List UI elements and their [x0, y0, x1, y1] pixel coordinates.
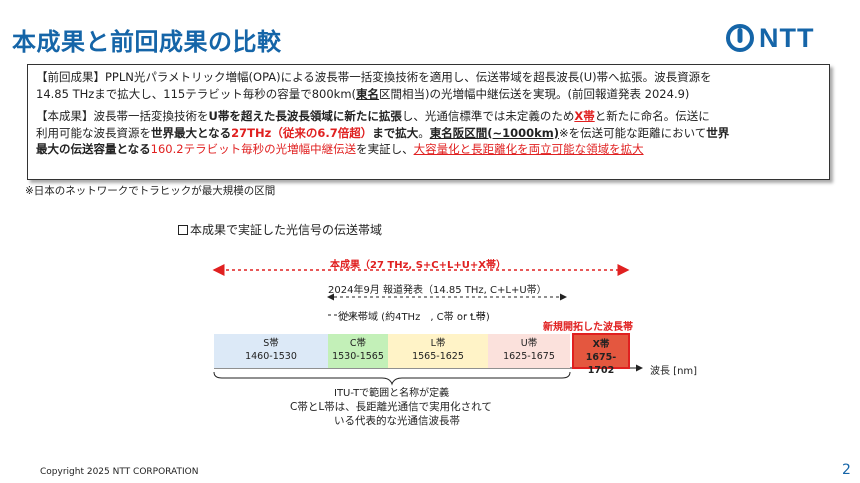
band-range: 1675-1702 [585, 352, 617, 376]
footnote: ※日本のネットワークでトラヒックが最大規模の区間 [25, 185, 276, 197]
band-c: C帯 1530-1565 [328, 334, 388, 368]
itu-brace [213, 371, 571, 386]
band-name: L帯 [430, 338, 446, 349]
itu-note-line1: ITU-Tで範囲と名称が定義 [334, 388, 450, 399]
current-result-text: 【本成果】波長帯一括変換技術をU帯を超えた長波長領域に新たに拡張し、光通信標準で… [36, 109, 730, 156]
axis-label: 波長 [nm] [650, 366, 698, 377]
ntt-logo-icon [726, 24, 754, 52]
this-result-label: 本成果（27 THz, S+C+L+U+X帯） [330, 260, 506, 271]
band-name: X帯 [592, 339, 610, 350]
summary-box: 【前回成果】PPLN光パラメトリック増幅(OPA)による波長帯一括変換技術を適用… [27, 64, 830, 180]
ntt-logo: NTT [725, 22, 835, 54]
new-band-label: 新規開拓した波長帯 [543, 322, 633, 333]
band-name: U帯 [520, 338, 538, 349]
band-name: C帯 [349, 338, 367, 349]
itu-note-line3: いる代表的な光通信波長帯 [334, 415, 460, 427]
previous-result-label: 2024年9月 報道発表（14.85 THz, C+L+U帯） [328, 285, 547, 296]
band-range: 1625-1675 [503, 351, 555, 362]
band-l: L帯 1565-1625 [388, 334, 488, 368]
conventional-band-label: 従来帯域 (約4THz , C帯 or L帯) [338, 312, 490, 323]
itu-note-line2: C帯とL帯は、長距離光通信で実用化されて [290, 401, 492, 413]
previous-result-text: 【前回成果】PPLN光パラメトリック増幅(OPA)による波長帯一括変換技術を適用… [36, 70, 712, 101]
diagram-subtitle: 本成果で実証した光信号の伝送帯域 [178, 221, 382, 238]
page-title: 本成果と前回成果の比較 [12, 28, 282, 56]
copyright: Copyright 2025 NTT CORPORATION [40, 467, 199, 477]
band-range: 1565-1625 [412, 351, 464, 362]
band-s: S帯 1460-1530 [214, 334, 328, 368]
band-u: U帯 1625-1675 [488, 334, 570, 368]
checkbox-icon [178, 225, 188, 235]
band-range: 1530-1565 [332, 351, 384, 362]
band-range: 1460-1530 [245, 351, 297, 362]
page-number: 2 [842, 462, 851, 478]
ntt-logo-text: NTT [759, 23, 815, 53]
band-x: X帯 1675-1702 [572, 333, 630, 376]
band-name: S帯 [263, 338, 279, 349]
